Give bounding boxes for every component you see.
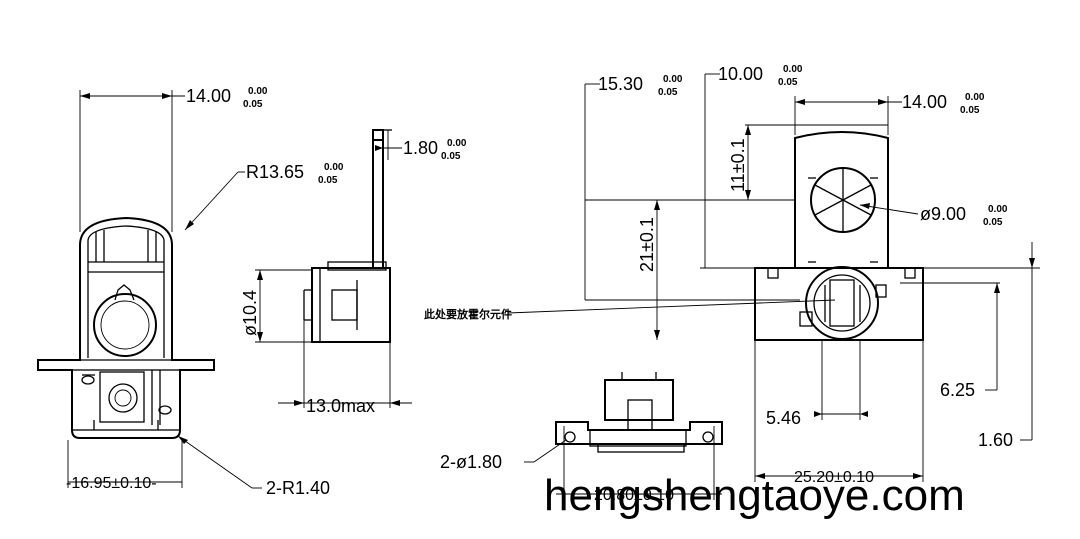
dim-phi-9-00: ø9.00 0.00 0.05 (920, 204, 1008, 228)
svg-text:0.00: 0.00 (324, 162, 344, 173)
dim-r13-65: R13.65 0.00 0.05 (246, 162, 344, 186)
svg-text:0.05: 0.05 (318, 175, 338, 186)
hall-sensor-note: 此处要放霍尔元件 (424, 307, 512, 321)
dim-25-20: 25.20±0.10 (794, 469, 874, 486)
svg-text:0.00: 0.00 (988, 204, 1008, 215)
svg-text:R13.65: R13.65 (246, 162, 304, 182)
dim-14-right: 14.00 0.00 0.05 (902, 92, 985, 116)
top-view (507, 73, 1040, 482)
svg-text:14.00: 14.00 (186, 86, 231, 106)
dim-10-00: 10.00 0.00 0.05 (718, 64, 803, 88)
svg-text:ø9.00: ø9.00 (920, 204, 966, 224)
svg-text:0.00: 0.00 (447, 138, 467, 149)
dim-1-80: 1.80 0.00 0.05 (403, 138, 467, 162)
dim-5-46: 5.46 (766, 408, 801, 428)
dim-6-25: 6.25 (940, 380, 975, 400)
dim-20-80: 20.80±0.10 (594, 487, 674, 504)
svg-text:10.00: 10.00 (718, 64, 763, 84)
dim-16-95: -16.95±0.10- (66, 475, 157, 492)
dim-13max: 13.0max (306, 396, 375, 416)
dim-2-r1-40: 2-R1.40 (266, 478, 330, 498)
svg-text:0.05: 0.05 (778, 77, 798, 88)
dim-15-30: 15.30 0.00 0.05 (598, 74, 683, 98)
svg-text:0.00: 0.00 (965, 92, 985, 103)
svg-text:0.05: 0.05 (960, 105, 980, 116)
svg-text:0.00: 0.00 (248, 86, 268, 97)
dim-1-60: 1.60 (978, 430, 1013, 450)
side-view (255, 129, 412, 408)
svg-text:0.05: 0.05 (243, 99, 263, 110)
dim-21: 21±0.1 (637, 217, 657, 272)
dim-phi-10-4: ø10.4 (240, 290, 260, 336)
dim-11: 11±0.1 (728, 138, 748, 192)
dim-14-left: 14.00 0.00 0.05 (186, 86, 268, 110)
watermark: hengshengtaoye.com (544, 471, 965, 520)
svg-text:0.05: 0.05 (441, 151, 461, 162)
svg-text:0.05: 0.05 (658, 87, 678, 98)
svg-text:15.30: 15.30 (598, 74, 643, 94)
svg-text:0.00: 0.00 (783, 64, 803, 75)
svg-text:14.00: 14.00 (902, 92, 947, 112)
svg-text:0.00: 0.00 (663, 74, 683, 85)
front-view (37, 90, 262, 489)
bottom-view (524, 372, 723, 500)
svg-text:1.80: 1.80 (403, 138, 438, 158)
dim-2-phi-1-80: 2-ø1.80 (440, 452, 502, 472)
svg-text:0.05: 0.05 (983, 217, 1003, 228)
